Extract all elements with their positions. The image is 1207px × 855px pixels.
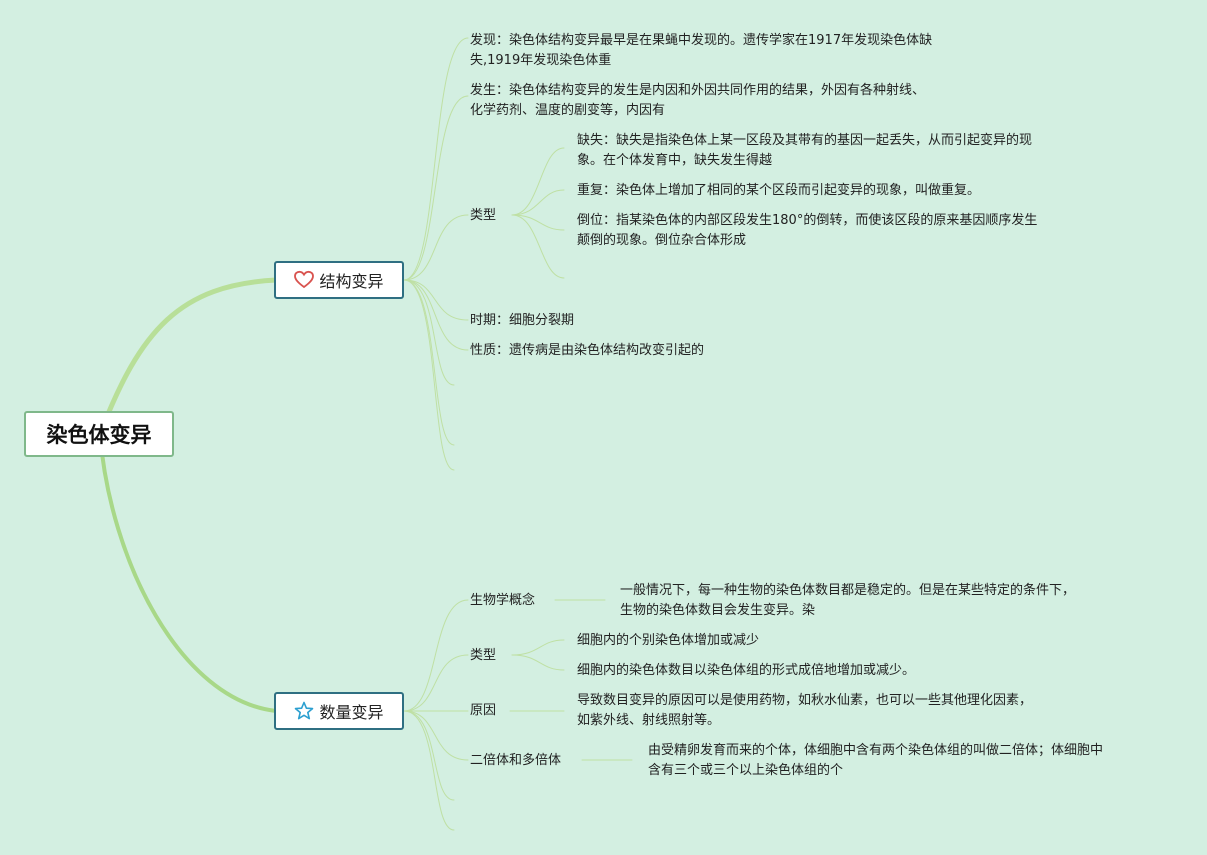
- numerical-variation-node[interactable]: 数量变异: [274, 692, 404, 730]
- cause-label: 原因: [470, 703, 497, 718]
- root-label: 染色体变异: [46, 423, 152, 447]
- numerical-type-set: 细胞内的染色体数目以染色体组的形式成倍地增加或减少。: [577, 663, 916, 678]
- structural-label: 结构变异: [319, 272, 384, 291]
- structural-types-label: 类型: [470, 208, 497, 223]
- deletion-text: 缺失：缺失是指染色体上某一区段及其带有的基因一起丢失，从而引起变异的现象。在个体…: [577, 133, 1033, 168]
- root-node[interactable]: 染色体变异: [24, 411, 174, 457]
- link-root-numerical: [98, 432, 278, 713]
- heart-icon: [294, 270, 315, 290]
- numerical-types-label: 类型: [470, 648, 497, 663]
- period-text: 时期：细胞分裂期: [470, 313, 575, 328]
- nature-text: 性质：遗传病是由染色体结构改变引起的: [470, 343, 705, 358]
- duplication-text: 重复：染色体上增加了相同的某个区段而引起变异的现象，叫做重复。: [577, 183, 981, 198]
- ploidy-text: 由受精卵发育而来的个体，体细胞中含有两个染色体组的叫做二倍体；体细胞中含有三个或…: [648, 743, 1104, 778]
- concept-label: 生物学概念: [470, 593, 536, 608]
- inversion-text: 倒位：指某染色体的内部区段发生180°的倒转，而使该区段的原来基因顺序发生颠倒的…: [577, 213, 1038, 248]
- cause-text: 导致数目变异的原因可以是使用药物，如秋水仙素，也可以一些其他理化因素，如紫外线、…: [577, 693, 1033, 728]
- link-root-structural: [97, 277, 279, 437]
- numerical-type-individual: 细胞内的个别染色体增加或减少: [577, 633, 760, 648]
- ploidy-label: 二倍体和多倍体: [470, 753, 562, 768]
- star-icon: [294, 701, 314, 721]
- concept-text: 一般情况下，每一种生物的染色体数目都是稳定的。但是在某些特定的条件下，生物的染色…: [620, 583, 1076, 618]
- occurrence-text: 发生：染色体结构变异的发生是内因和外因共同作用的结果，外因有各种射线、化学药剂、…: [470, 83, 926, 118]
- numerical-label: 数量变异: [319, 703, 384, 722]
- structural-variation-node[interactable]: 结构变异: [274, 261, 404, 299]
- discovery-text: 发现：染色体结构变异最早是在果蝇中发现的。遗传学家在1917年发现染色体缺失,1…: [470, 33, 933, 68]
